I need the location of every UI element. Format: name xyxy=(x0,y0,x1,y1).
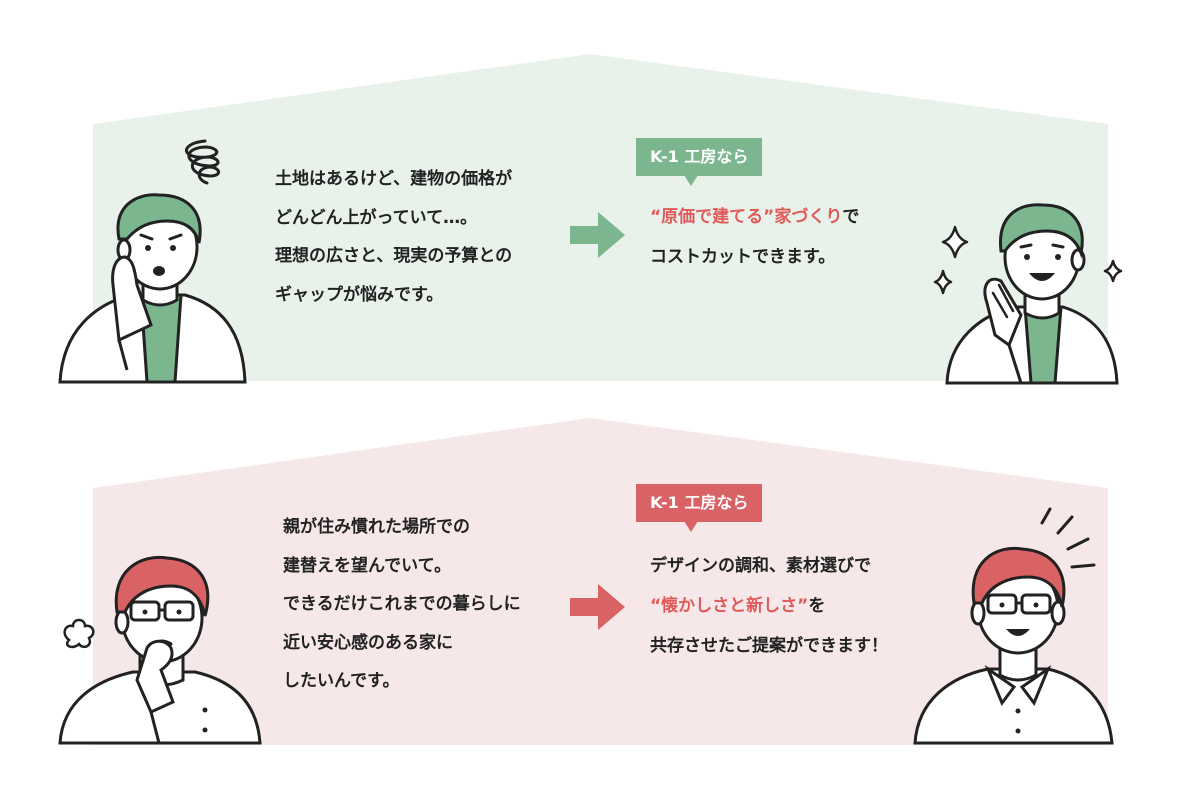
spiral-icon xyxy=(185,139,220,185)
k1-badge: K-1 工房なら xyxy=(636,138,763,186)
solution-line: 共存させたご提案ができます！ xyxy=(650,636,888,656)
badge-tail xyxy=(684,521,698,532)
problem-line: したいんです。 xyxy=(283,671,400,691)
worried-man-icon xyxy=(58,139,247,384)
problem-line: できるだけこれまでの暮らしに xyxy=(283,594,521,614)
arrow-right-icon xyxy=(570,584,625,630)
solution-line: “原価で建てる”家づくりで xyxy=(650,197,859,237)
k1-badge: K-1 工房なら xyxy=(636,484,763,532)
problem-line: 土地はあるけど、建物の価格が xyxy=(275,169,513,189)
house-shape-background xyxy=(93,418,1108,745)
smiling-man-icon xyxy=(913,507,1114,745)
solution-line: デザインの調和、素材選びで xyxy=(650,556,871,576)
arrow-right-icon xyxy=(570,212,625,258)
problem-text: 土地はあるけど、建物の価格が どんどん上がっていて…。 理想の広さと、現実の予算… xyxy=(275,160,512,314)
happy-man-icon xyxy=(933,203,1123,385)
solution-text: デザインの調和、素材選びで “懐かしさと新しさ”を 共存させたご提案ができます！ xyxy=(650,546,888,666)
sigh-puff-icon xyxy=(63,618,95,649)
solution-line: コストカットできます。 xyxy=(650,247,836,267)
problem-line: 理想の広さと、現実の予算との xyxy=(275,246,513,266)
thinking-man-icon xyxy=(58,555,262,745)
emphasis-lines-icon xyxy=(1040,507,1096,569)
problem-line: 親が住み慣れた場所での xyxy=(283,517,470,537)
badge-tail xyxy=(684,175,698,186)
solution-line-text: を xyxy=(808,596,826,616)
problem-line: 近い安心感のある家に xyxy=(283,632,453,653)
solution-line-text: で xyxy=(842,207,860,227)
solution-text: “原価で建てる”家づくりで コストカットできます。 xyxy=(650,197,859,277)
badge-label: K-1 工房なら xyxy=(650,493,749,512)
problem-line: ギャップが悩みです。 xyxy=(275,284,444,305)
solution-highlight: “原価で建てる”家づくり xyxy=(650,207,843,227)
problem-line: どんどん上がっていて…。 xyxy=(275,207,478,228)
problem-text: 親が住み慣れた場所での 建替えを望んでいて。 できるだけこれまでの暮らしに 近い… xyxy=(283,508,521,701)
problem-line: 建替えを望んでいて。 xyxy=(283,555,452,576)
solution-line: “懐かしさと新しさ”を xyxy=(650,586,888,626)
badge-label: K-1 工房なら xyxy=(650,147,749,166)
solution-highlight: “懐かしさと新しさ” xyxy=(650,596,809,616)
sparkle-icon xyxy=(933,225,1123,295)
